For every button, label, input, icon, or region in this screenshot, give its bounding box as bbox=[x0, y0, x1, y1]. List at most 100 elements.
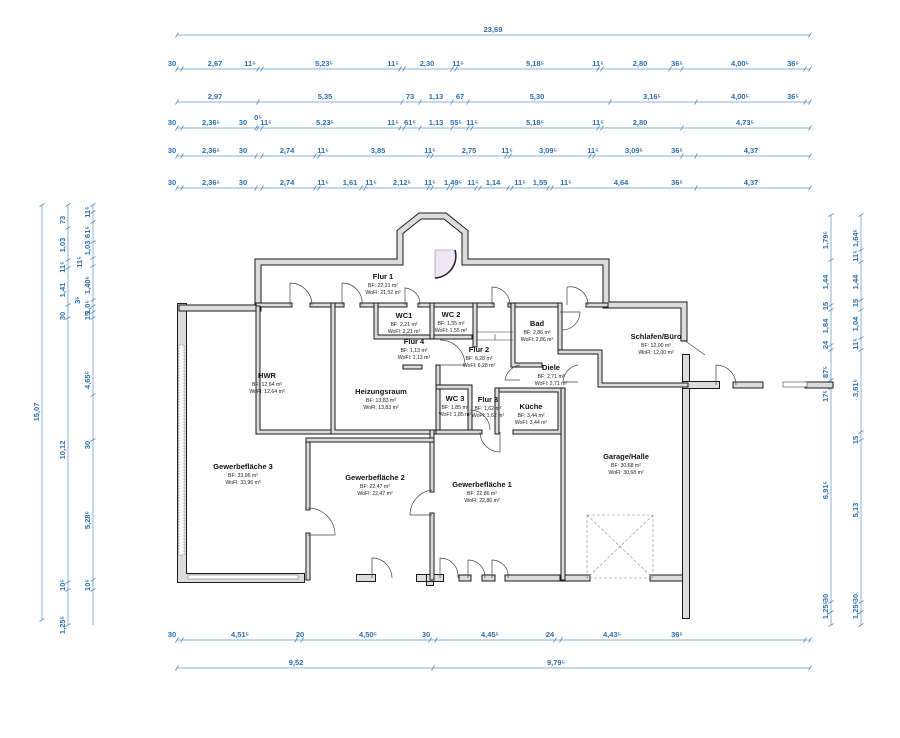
dimension-label: 11⁵ bbox=[260, 118, 272, 127]
dimension-label: 11⁵ bbox=[387, 59, 399, 68]
dimension-tick bbox=[294, 637, 298, 643]
dimension-tick bbox=[175, 637, 179, 643]
dimension-label: 1,44 bbox=[851, 274, 860, 289]
dimension-label: 2,12⁵ bbox=[393, 178, 412, 187]
dimension-label: 11⁵ bbox=[387, 118, 399, 127]
dimension-label: 67 bbox=[456, 92, 464, 101]
dimension-tick bbox=[828, 378, 834, 382]
dimension-label: 4,64 bbox=[614, 178, 629, 187]
dimension-tick bbox=[90, 304, 96, 308]
dimension-label: 11⁵ bbox=[851, 250, 860, 262]
dimension-tick bbox=[90, 310, 96, 314]
door bbox=[289, 282, 313, 306]
dimension-label: 2,36⁵ bbox=[202, 146, 221, 155]
dimension-label: 1,25⁵ bbox=[851, 600, 860, 619]
dimension-label: 30 bbox=[168, 178, 176, 187]
dimension-tick bbox=[418, 99, 422, 105]
room-name: Schlafen/Büro bbox=[631, 332, 682, 341]
wall bbox=[255, 305, 333, 435]
dimension-label: 20 bbox=[296, 630, 304, 639]
dimension-tick bbox=[450, 66, 454, 72]
dimension-label: 11⁵ bbox=[424, 146, 436, 155]
dimension-tick bbox=[592, 153, 596, 159]
staircase-rail bbox=[434, 249, 457, 279]
dimension-tick bbox=[808, 66, 812, 72]
dimension-label: 3,09⁵ bbox=[625, 146, 644, 155]
dimension-tick bbox=[858, 213, 864, 217]
room-name: Heizungsraum bbox=[355, 387, 407, 396]
room-bf: BF: 22,47 m² bbox=[360, 484, 390, 490]
dimension-tick bbox=[313, 153, 317, 159]
dimension-tick bbox=[694, 153, 698, 159]
dimension-label: 30 bbox=[83, 441, 92, 449]
room-wofl: WoFl: 6,28 m² bbox=[463, 363, 496, 369]
dimension-tick bbox=[90, 256, 96, 260]
dimension-tick bbox=[317, 153, 321, 159]
dimension-label: 15,07 bbox=[32, 403, 41, 422]
wall-fill bbox=[558, 350, 688, 387]
dimension-tick bbox=[858, 348, 864, 352]
room-name: Bad bbox=[530, 319, 545, 328]
dimension-label: 15 bbox=[851, 299, 860, 307]
dimension-tick bbox=[90, 298, 96, 302]
dimension-label: 1,44 bbox=[821, 274, 830, 289]
room-name: Flur 3 bbox=[478, 395, 498, 404]
dimension-label: 4,43⁵ bbox=[603, 630, 622, 639]
dimension-tick bbox=[65, 266, 71, 270]
dimension-tick bbox=[588, 153, 592, 159]
dimension-label: 4,73⁵ bbox=[736, 118, 755, 127]
dimension-label: 3,09⁵ bbox=[539, 146, 558, 155]
wall-fill bbox=[256, 306, 332, 434]
room-wofl: WoFl: 2,86 m² bbox=[521, 337, 554, 343]
dimension-tick bbox=[858, 430, 864, 434]
dimension-label: 5,13 bbox=[851, 503, 860, 518]
room-wofl: WoFl: 13,83 m² bbox=[363, 405, 399, 411]
dimension-label: 30 bbox=[821, 594, 830, 602]
door bbox=[560, 311, 581, 331]
dimension-tick bbox=[668, 66, 672, 72]
dimension-label: 1,41 bbox=[58, 283, 67, 298]
dimension-label: 5,35 bbox=[318, 92, 333, 101]
dimension-tick bbox=[65, 580, 71, 584]
dimension-label: 23,69 bbox=[484, 25, 503, 34]
dimension-tick bbox=[428, 637, 432, 643]
dimension-label: 87⁵ bbox=[821, 366, 830, 378]
dimension-tick bbox=[808, 99, 812, 105]
dimension-tick bbox=[65, 258, 71, 262]
room-name: WC1 bbox=[396, 311, 413, 320]
room-bf: BF: 13,83 m² bbox=[366, 398, 396, 404]
dimension-tick bbox=[431, 665, 435, 671]
dimension-label: 11⁵ bbox=[365, 178, 377, 187]
dimension-tick bbox=[694, 185, 698, 191]
dimension-tick bbox=[175, 153, 179, 159]
room-name: Flur 4 bbox=[404, 337, 425, 346]
dimension-label: 11⁵ bbox=[587, 146, 599, 155]
dimension-label: 9,79⁵ bbox=[547, 658, 566, 667]
room-bf: BF: 1,13 m² bbox=[400, 348, 427, 354]
dimension-label: 2,36⁵ bbox=[202, 178, 221, 187]
room-bf: BF: 22,86 m² bbox=[467, 491, 497, 497]
dimension-tick bbox=[694, 99, 698, 105]
dimension-tick bbox=[546, 185, 550, 191]
dimension-label: 1,13 bbox=[429, 92, 444, 101]
room-name: Garage/Halle bbox=[603, 452, 649, 461]
room-bf: BF: 2,21 m² bbox=[390, 322, 417, 328]
dimension-tick bbox=[510, 185, 514, 191]
dimension-label: 36⁵ bbox=[671, 630, 683, 639]
dimension-tick bbox=[359, 185, 363, 191]
dimension-label: 2,80 bbox=[633, 118, 648, 127]
dimension-label: 4,00⁵ bbox=[731, 59, 750, 68]
dimension-tick bbox=[39, 203, 45, 207]
dimension-tick bbox=[828, 610, 834, 614]
dimension-label: 1,14 bbox=[486, 178, 501, 187]
dimension-tick bbox=[426, 185, 430, 191]
room-name: Küche bbox=[520, 402, 543, 411]
dimension-tick bbox=[260, 66, 264, 72]
dimension-tick bbox=[363, 185, 367, 191]
